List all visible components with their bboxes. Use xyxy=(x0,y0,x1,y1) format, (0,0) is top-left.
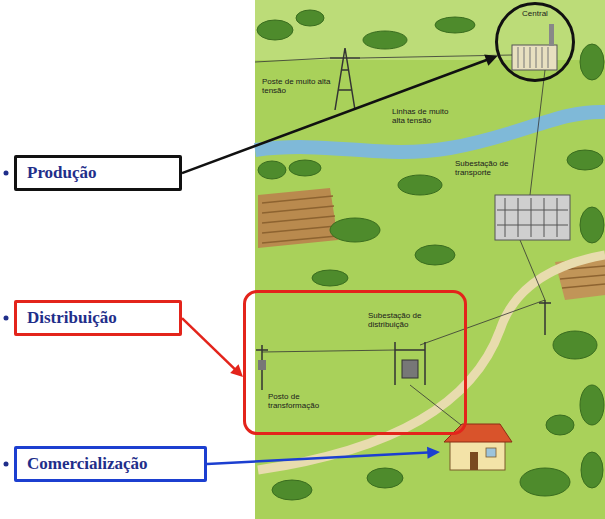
illustration-part xyxy=(450,440,505,470)
illustration-part xyxy=(312,270,348,286)
highlight-circle: Central xyxy=(495,2,575,82)
connector-arrow xyxy=(182,54,498,173)
transport-substation xyxy=(495,195,570,240)
illustration-part xyxy=(398,175,442,195)
illustration-part xyxy=(4,171,9,176)
illustration-part xyxy=(256,345,268,390)
illustration-part xyxy=(580,44,604,80)
illustration-part xyxy=(289,160,321,176)
road xyxy=(258,255,605,470)
illustration-part xyxy=(470,452,478,470)
illustration-part xyxy=(553,331,597,359)
illustration-part xyxy=(258,161,286,179)
house xyxy=(444,424,512,470)
illustration-part xyxy=(512,45,557,70)
illustration-part xyxy=(255,55,512,62)
illustration-part xyxy=(581,452,603,488)
illustration-part xyxy=(258,360,266,370)
illustration-part xyxy=(207,453,428,464)
box-label: Produção xyxy=(27,163,169,183)
high-voltage-pylon xyxy=(330,48,360,110)
illustration-part xyxy=(567,150,603,170)
illustration-part xyxy=(330,48,360,110)
box-label: Comercialização xyxy=(27,454,194,474)
illustration-part xyxy=(486,448,496,457)
illustration-part xyxy=(262,196,337,243)
illustration-part xyxy=(272,480,312,500)
illustration-part xyxy=(395,342,425,385)
illustration-part xyxy=(257,20,293,40)
arrow-head xyxy=(230,364,243,377)
illustration-part xyxy=(4,316,9,321)
process-box: Comercialização xyxy=(14,446,207,482)
illustration-part xyxy=(262,350,395,352)
node-label: Subestação de distribuição xyxy=(368,312,438,330)
power-lines xyxy=(255,55,545,432)
process-box: Produção xyxy=(14,155,182,191)
illustration-part xyxy=(258,188,338,248)
illustration-part xyxy=(580,385,604,425)
illustration-label: Linhas de muito alta tensão xyxy=(392,108,462,126)
connector-arrow xyxy=(182,318,243,377)
illustration-part xyxy=(427,447,440,459)
crop-field xyxy=(258,188,605,300)
process-box: Distribuição xyxy=(14,300,182,336)
illustration-label: Subestação de transporte xyxy=(455,160,517,178)
illustration-part xyxy=(539,300,551,335)
illustration-part xyxy=(435,17,475,33)
connector-line xyxy=(182,60,487,173)
illustration-part xyxy=(497,198,568,237)
transformer-pole xyxy=(256,345,268,390)
illustration-part xyxy=(546,415,574,435)
node-label: Posto de transformação xyxy=(268,393,330,411)
illustration-part xyxy=(518,47,548,68)
illustration-part xyxy=(402,360,418,378)
illustration-part xyxy=(495,195,570,240)
illustration-part xyxy=(367,468,403,488)
illustration-part xyxy=(520,468,570,496)
leader-arrow xyxy=(207,447,440,464)
distribution-substation xyxy=(395,342,425,385)
illustration-part xyxy=(363,31,407,49)
box-label: Distribuição xyxy=(27,308,169,328)
illustration-label: Poste de muito alta tensão xyxy=(262,78,332,96)
connector-line xyxy=(182,318,235,369)
illustration-part xyxy=(530,70,545,195)
illustration-part xyxy=(415,245,455,265)
illustration-part xyxy=(549,24,554,46)
illustration-part xyxy=(580,207,604,243)
pole xyxy=(539,300,551,335)
highlight-region: Subestação de distribuiçãoPosto de trans… xyxy=(243,290,467,435)
node-label: Central xyxy=(498,10,572,19)
power-station xyxy=(512,24,557,70)
illustration-part xyxy=(330,218,380,242)
illustration-part xyxy=(296,10,324,26)
list-bullet xyxy=(4,171,9,467)
grass-ground xyxy=(255,0,605,519)
tree-clumps xyxy=(257,10,604,500)
arrow-head xyxy=(484,54,497,65)
illustration-part xyxy=(4,462,9,467)
